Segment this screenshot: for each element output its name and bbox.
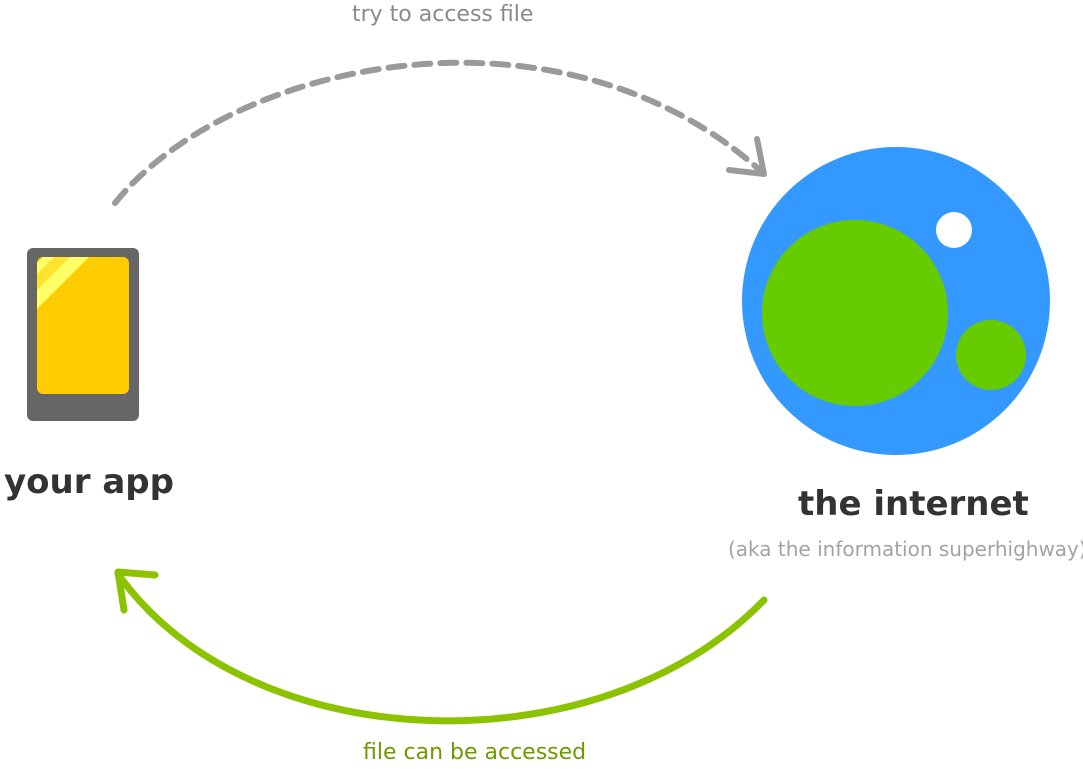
internet-label: the internet [798, 484, 1029, 524]
app-label: your app [4, 462, 174, 502]
phone-icon [27, 248, 139, 421]
request-arrowhead-icon [726, 136, 767, 177]
response-arrowhead-icon [114, 568, 159, 614]
response-arrow [114, 568, 768, 725]
request-arrow-label: try to access file [352, 2, 534, 27]
response-arrow-label: file can be accessed [363, 740, 587, 765]
request-arrow [112, 59, 767, 206]
internet-sublabel: (aka the information superhighway) [728, 537, 1083, 561]
globe-icon [742, 147, 1050, 455]
